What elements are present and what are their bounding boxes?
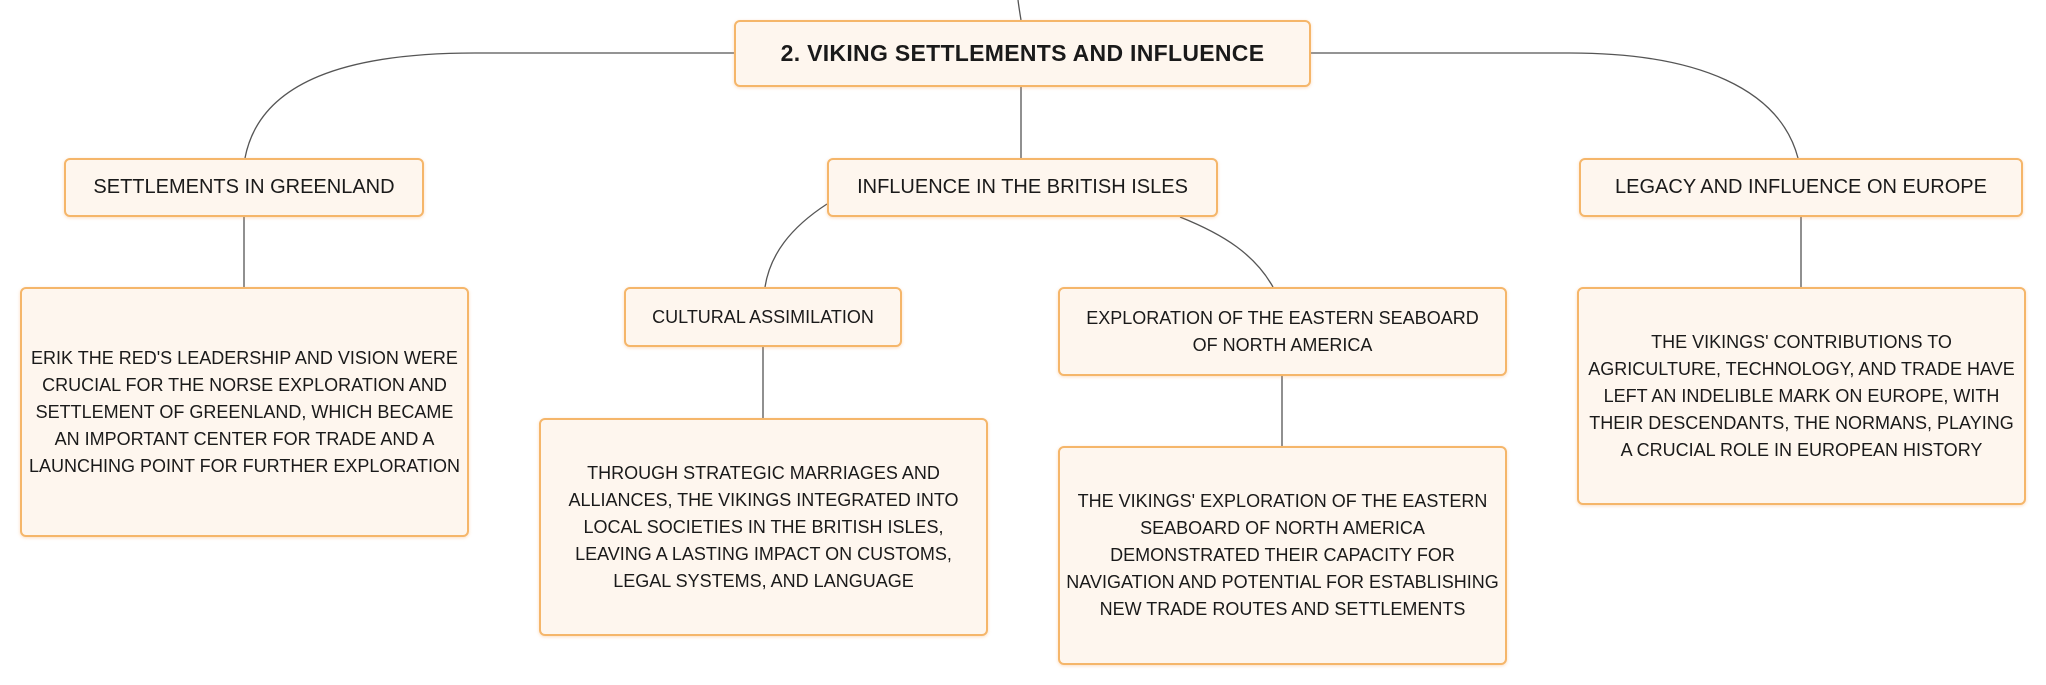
topic-settlements-greenland[interactable]: SETTLEMENTS IN GREENLAND <box>64 158 424 217</box>
detail-text: THROUGH STRATEGIC MARRIAGES AND ALLIANCE… <box>568 462 959 591</box>
subtopic-cultural-assimilation[interactable]: CULTURAL ASSIMILATION <box>624 287 902 347</box>
root-topic-label: 2. VIKING SETTLEMENTS AND INFLUENCE <box>780 40 1265 66</box>
subtopic-label: CULTURAL ASSIMILATION <box>652 306 874 327</box>
detail-greenland[interactable]: ERIK THE RED'S LEADERSHIP AND VISION WER… <box>20 287 469 537</box>
detail-cultural-assimilation[interactable]: THROUGH STRATEGIC MARRIAGES AND ALLIANCE… <box>539 418 988 636</box>
detail-exploration[interactable]: THE VIKINGS' EXPLORATION OF THE EASTERN … <box>1058 446 1507 665</box>
root-topic[interactable]: 2. VIKING SETTLEMENTS AND INFLUENCE <box>734 20 1311 87</box>
detail-text: THE VIKINGS' CONTRIBUTIONS TO AGRICULTUR… <box>1588 331 2015 460</box>
connector-root-europe <box>1311 52 1799 159</box>
topic-label: LEGACY AND INFLUENCE ON EUROPE <box>1615 176 1987 198</box>
detail-text: THE VIKINGS' EXPLORATION OF THE EASTERN … <box>1066 491 1499 619</box>
connector-parent-root <box>1017 0 1022 21</box>
topic-influence-british-isles[interactable]: INFLUENCE IN THE BRITISH ISLES <box>827 158 1218 217</box>
subtopic-exploration-eastern-seaboard[interactable]: EXPLORATION OF THE EASTERN SEABOARD OF N… <box>1058 287 1507 376</box>
topic-label: SETTLEMENTS IN GREENLAND <box>93 176 395 198</box>
detail-text: ERIK THE RED'S LEADERSHIP AND VISION WER… <box>28 347 461 476</box>
connector-british-assimilation <box>764 203 828 288</box>
detail-europe[interactable]: THE VIKINGS' CONTRIBUTIONS TO AGRICULTUR… <box>1577 287 2026 505</box>
subtopic-label: EXPLORATION OF THE EASTERN SEABOARD OF N… <box>1086 307 1479 355</box>
connector-british-exploration <box>1179 216 1274 288</box>
topic-legacy-europe[interactable]: LEGACY AND INFLUENCE ON EUROPE <box>1579 158 2023 217</box>
connector-root-greenland <box>244 52 734 159</box>
topic-label: INFLUENCE IN THE BRITISH ISLES <box>857 176 1188 198</box>
